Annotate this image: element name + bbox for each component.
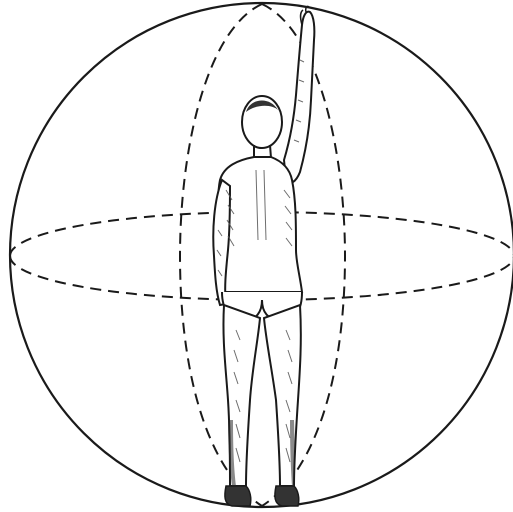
human-figure: [213, 6, 314, 506]
left-leg: [223, 305, 260, 486]
right-leg: [264, 305, 301, 486]
raised-arm: [284, 12, 314, 183]
left-foot: [225, 486, 251, 506]
right-foot: [275, 486, 299, 506]
torso: [218, 157, 302, 292]
